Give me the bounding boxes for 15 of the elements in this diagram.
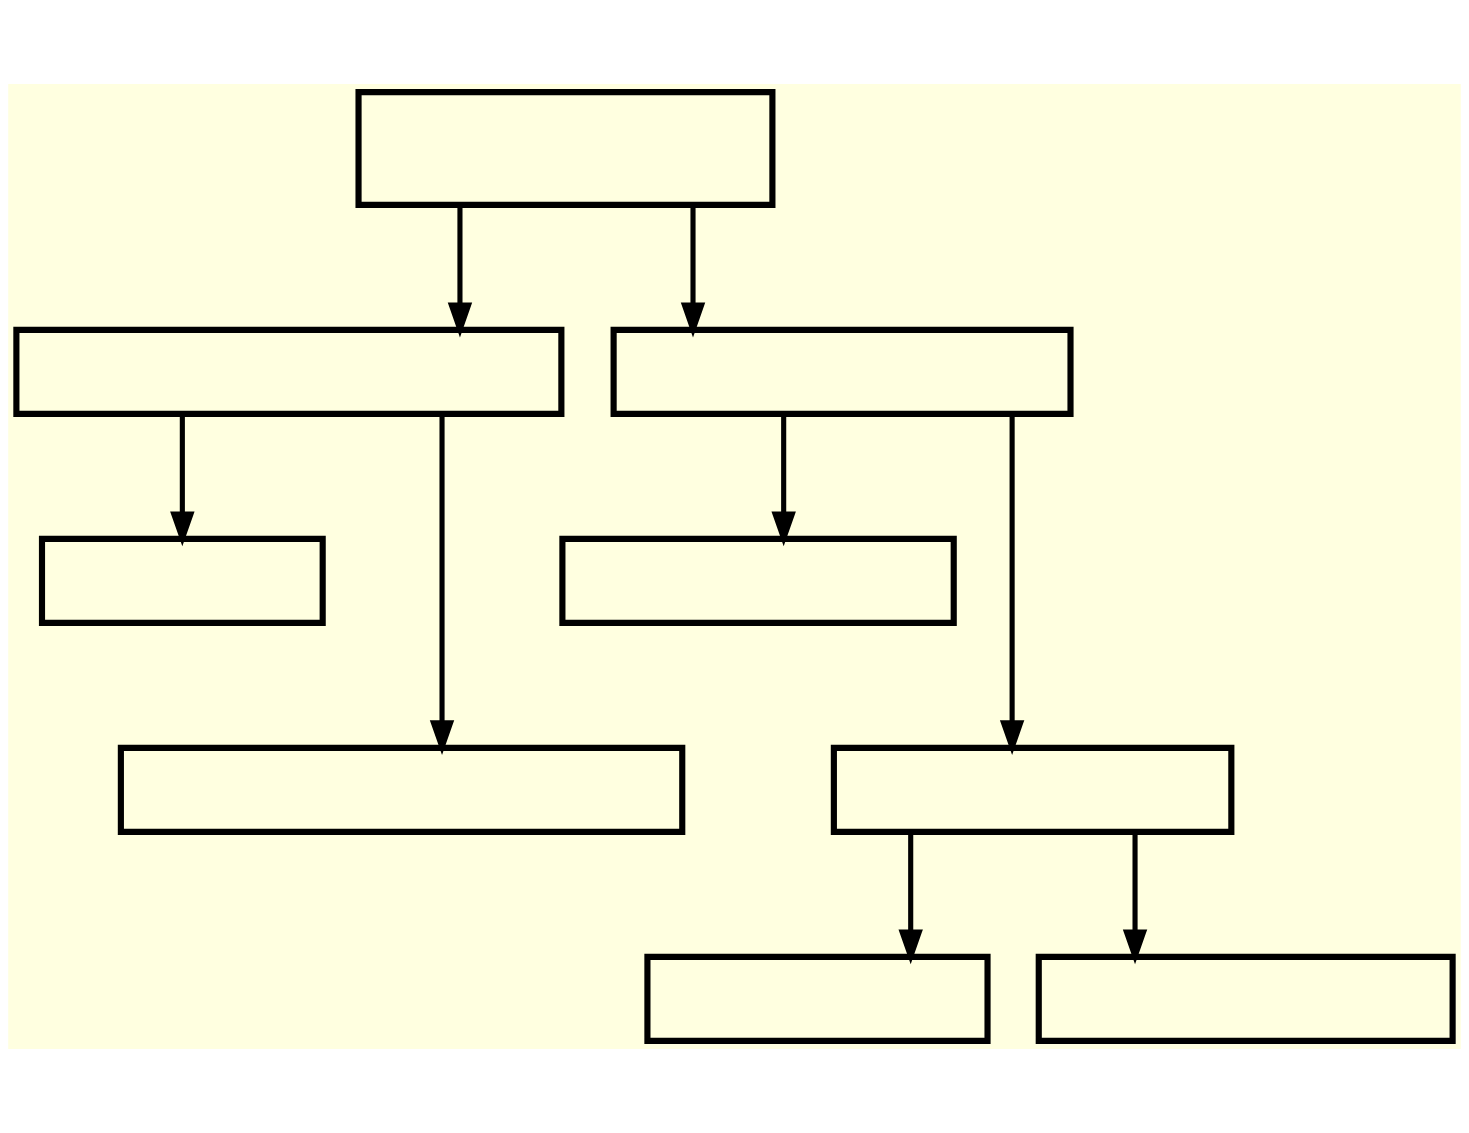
arrow — [1122, 832, 1148, 965]
arrow — [999, 414, 1025, 756]
arrow — [429, 414, 455, 756]
node-box — [559, 535, 957, 626]
arrow — [898, 832, 923, 965]
arrow — [771, 414, 796, 547]
node-box — [610, 326, 1074, 417]
node-box — [38, 535, 326, 626]
node-box — [13, 326, 565, 417]
arrow — [170, 414, 195, 547]
node-box — [117, 744, 686, 835]
node-box — [644, 953, 991, 1044]
node-box — [1035, 953, 1456, 1044]
node-box — [355, 89, 776, 208]
node-box — [830, 744, 1235, 835]
